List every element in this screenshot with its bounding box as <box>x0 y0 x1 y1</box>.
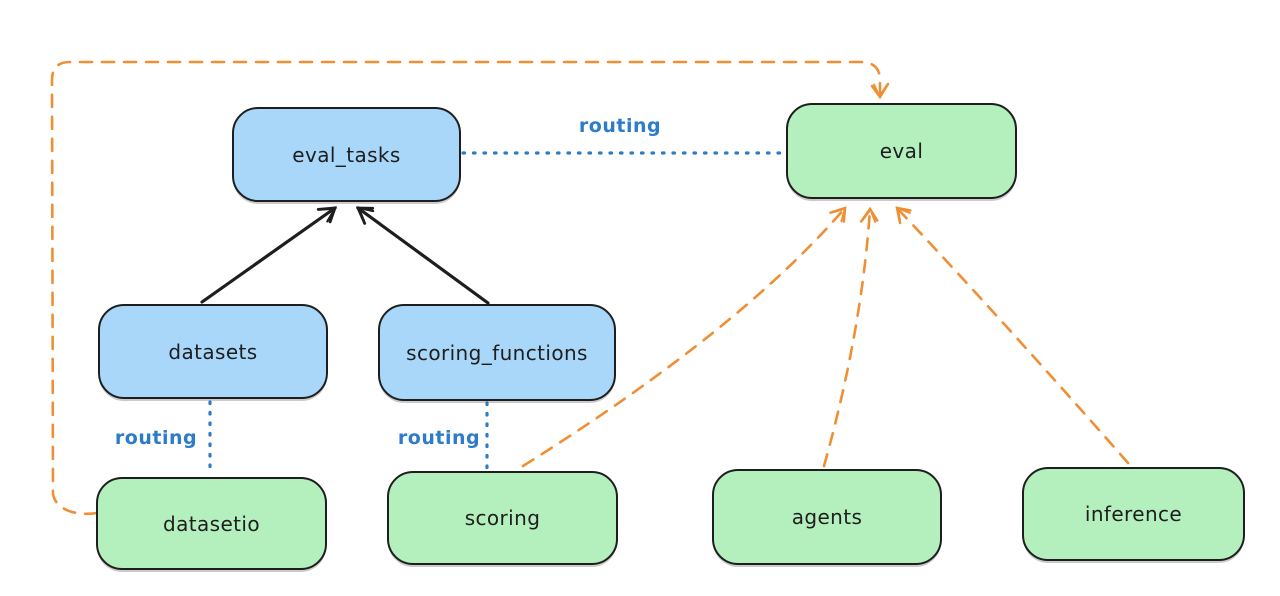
node-eval-tasks: eval_tasks <box>232 107 461 202</box>
node-scoring: scoring <box>387 471 618 565</box>
node-datasetio: datasetio <box>96 477 327 570</box>
node-agents: agents <box>712 469 942 565</box>
node-datasetio-label: datasetio <box>162 511 260 536</box>
node-eval-label: eval <box>879 139 924 163</box>
node-scoring-functions-label: scoring_functions <box>406 340 588 365</box>
edge-label-routing-scoring-functions-scoring: routing <box>397 427 481 449</box>
edge-label-routing-datasets-datasetio: routing <box>114 427 198 449</box>
node-datasets: datasets <box>98 304 328 399</box>
node-scoring-label: scoring <box>464 506 541 530</box>
edge-datasetio-eval <box>50 60 890 516</box>
node-scoring-functions: scoring_functions <box>378 304 616 401</box>
node-agents-label: agents <box>791 505 863 529</box>
edge-agents-eval <box>822 206 879 468</box>
edge-scoring-functions-eval-tasks <box>355 206 490 305</box>
edge-label-routing-eval-tasks-eval: routing <box>578 115 662 137</box>
edge-scoring-eval <box>521 206 847 468</box>
edge-datasets-eval-tasks <box>200 206 338 304</box>
edge-inference-eval <box>895 206 1130 465</box>
node-inference-label: inference <box>1084 502 1183 526</box>
node-eval: eval <box>786 103 1017 199</box>
node-datasets-label: datasets <box>168 339 258 364</box>
node-inference: inference <box>1022 467 1245 561</box>
node-eval-tasks-label: eval_tasks <box>292 142 401 167</box>
